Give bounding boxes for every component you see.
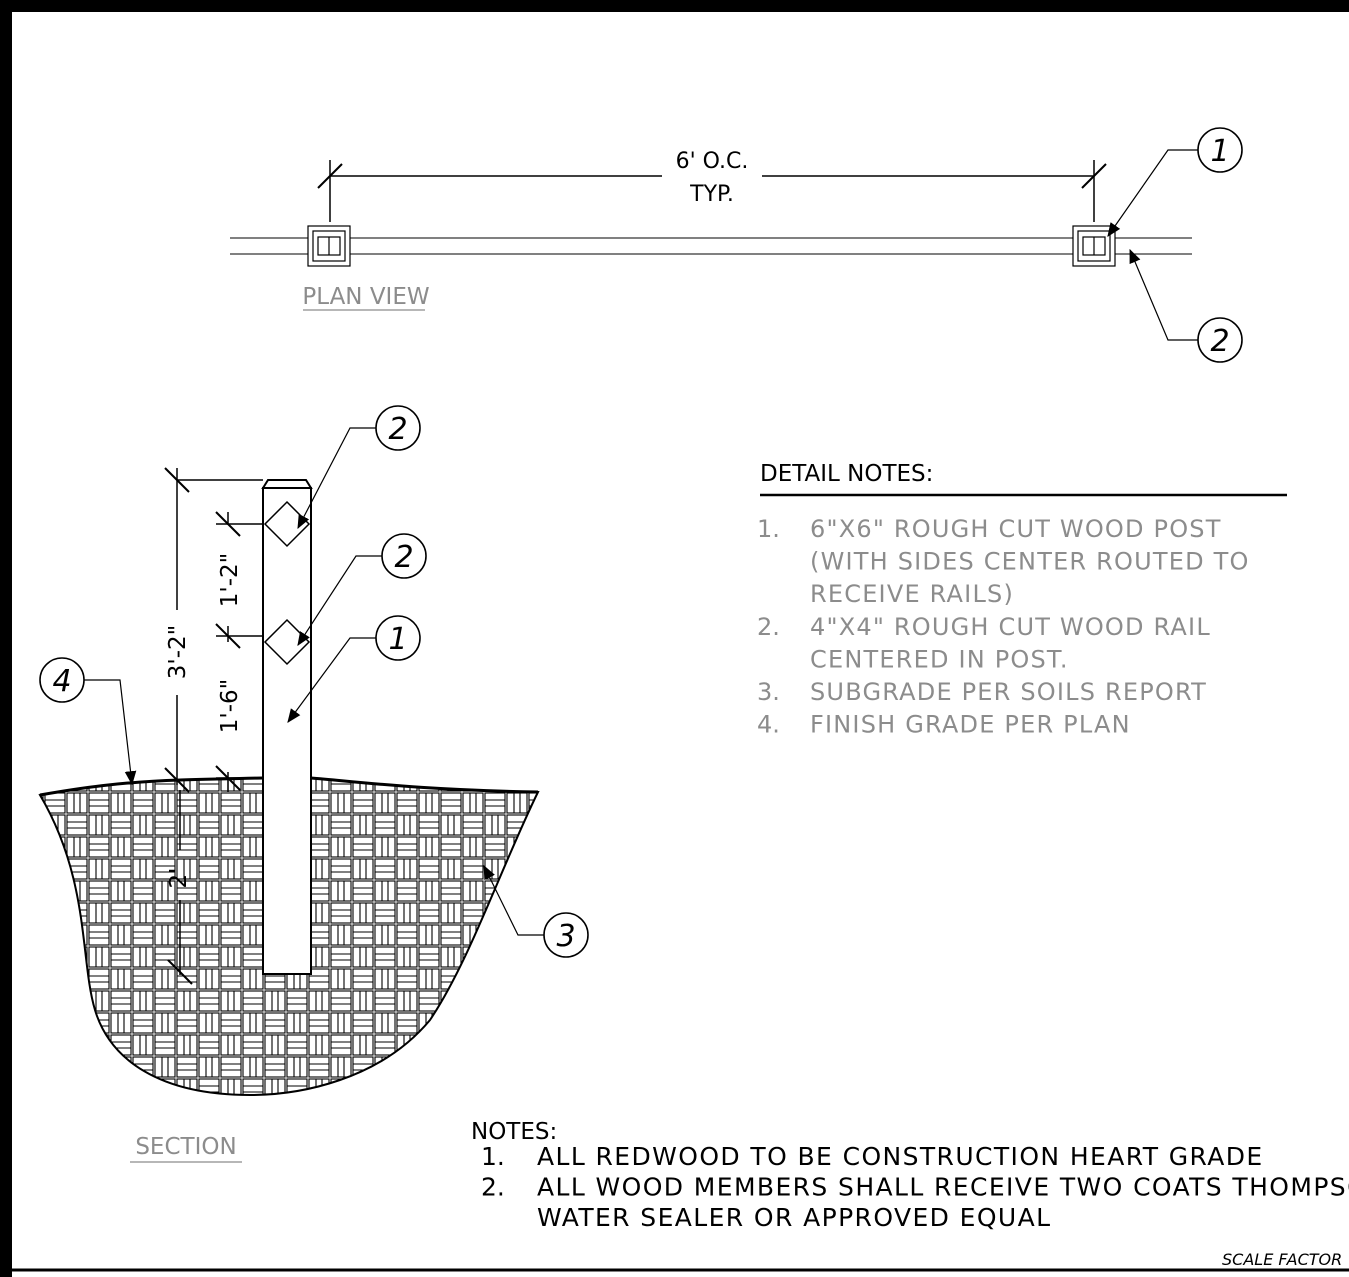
general-note-text: ALL REDWOOD TO BE CONSTRUCTION HEART GRA… — [537, 1142, 1264, 1171]
plan-spacing-label: 6' O.C. — [676, 149, 749, 174]
plan-spacing-dimension — [317, 160, 1107, 222]
general-note-number: 1. — [481, 1142, 505, 1171]
plan-spacing-typ-label: TYP. — [689, 182, 734, 207]
plan-callout-post: 1 — [1107, 127, 1243, 237]
section-callout-finish-grade-number: 4 — [52, 664, 71, 699]
scale-factor-label: SCALE FACTOR — [1222, 1250, 1342, 1269]
section-callout-rail-upper: 2 — [297, 405, 421, 530]
section-callout-post: 1 — [287, 615, 421, 723]
plan-callout-rail: 2 — [1129, 248, 1243, 363]
general-notes-list: 1. ALL REDWOOD TO BE CONSTRUCTION HEART G… — [481, 1142, 1349, 1232]
detail-notes-list: 1. 6"X6" ROUGH CUT WOOD POST (WITH SIDES C… — [757, 515, 1250, 739]
section-dim-total — [164, 467, 263, 793]
plan-callout-rail-number: 2 — [1210, 324, 1229, 359]
section-dim-rails — [215, 511, 263, 792]
plan-callout-post-number: 1 — [1210, 134, 1229, 169]
general-notes: NOTES: 1. ALL REDWOOD TO BE CONSTRUCTION … — [471, 1119, 1349, 1232]
section-callout-subgrade-number: 3 — [556, 919, 575, 954]
detail-notes-heading: DETAIL NOTES: — [760, 461, 933, 487]
section-dim-upper-label: 1'-2" — [217, 553, 243, 607]
detail-note-text: SUBGRADE PER SOILS REPORT — [810, 678, 1207, 706]
section-view-title: SECTION — [135, 1134, 236, 1160]
section-dim-lower-label: 1'-6" — [217, 679, 243, 733]
detail-note-text: 4"X4" ROUGH CUT WOOD RAIL — [810, 613, 1211, 641]
detail-note-text: 6"X6" ROUGH CUT WOOD POST — [810, 515, 1222, 543]
detail-note-number: 1. — [757, 515, 780, 543]
section-callout-rail-upper-number: 2 — [388, 412, 407, 447]
general-note-text: ALL WOOD MEMBERS SHALL RECEIVE TWO COATS… — [537, 1173, 1349, 1202]
section-callout-finish-grade: 4 — [39, 657, 137, 786]
general-note-number: 2. — [481, 1173, 505, 1202]
section-callout-post-number: 1 — [388, 622, 407, 657]
section-callout-subgrade: 3 — [483, 864, 589, 958]
section-view: 3'-2" 1'-2" 1'-6" 2' 2 — [38, 405, 589, 1163]
wood-post — [261, 479, 313, 975]
section-callout-rail-lower-number: 2 — [394, 540, 413, 575]
plan-view: 6' O.C. TYP. PLAN VIEW 1 2 — [230, 127, 1243, 363]
detail-note-text: CENTERED IN POST. — [810, 645, 1069, 673]
section-dim-embed — [167, 790, 193, 985]
detail-note-number: 3. — [757, 678, 780, 706]
detail-notes: DETAIL NOTES: 1. 6"X6" ROUGH CUT WOOD POS… — [757, 461, 1287, 739]
section-callout-rail-lower: 2 — [297, 533, 427, 646]
general-notes-heading: NOTES: — [471, 1119, 557, 1145]
general-note-text: WATER SEALER OR APPROVED EQUAL — [537, 1203, 1051, 1232]
detail-note-number: 4. — [757, 711, 780, 739]
section-dim-embed-label: 2' — [166, 868, 192, 889]
plan-view-title: PLAN VIEW — [302, 284, 429, 310]
detail-note-text: RECEIVE RAILS) — [810, 580, 1014, 608]
plan-post-right — [1072, 225, 1116, 267]
detail-note-number: 2. — [757, 613, 780, 641]
plan-post-left — [307, 225, 351, 267]
plan-rail-lines — [230, 237, 1192, 255]
section-dim-total-label: 3'-2" — [165, 625, 191, 679]
detail-note-text: (WITH SIDES CENTER ROUTED TO — [810, 548, 1250, 576]
detail-note-text: FINISH GRADE PER PLAN — [810, 711, 1131, 739]
